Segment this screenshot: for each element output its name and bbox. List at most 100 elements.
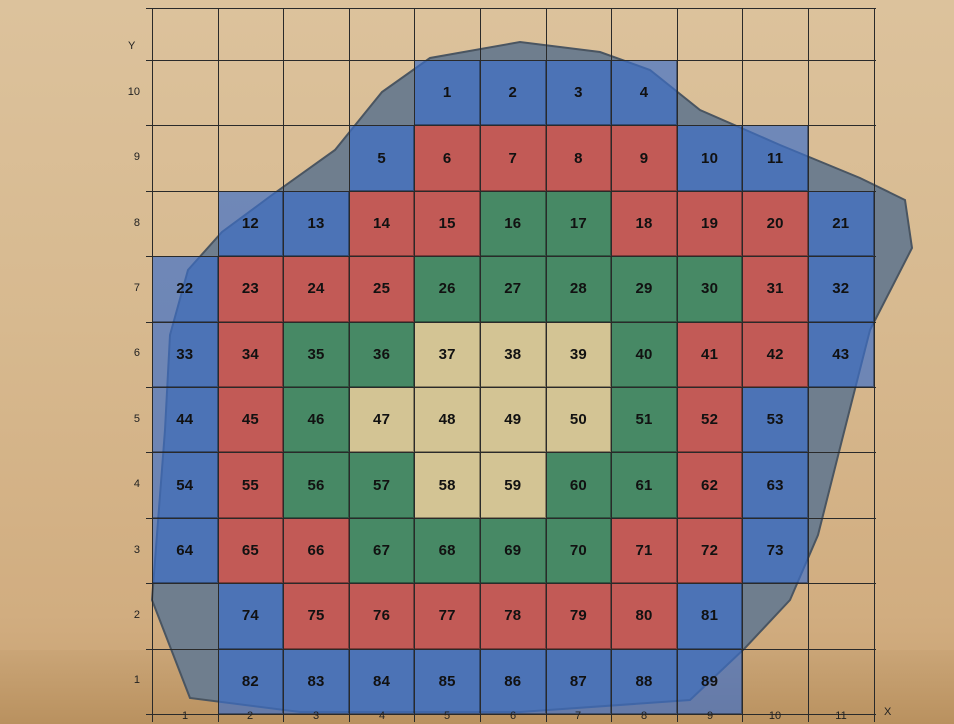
cell-number: 83: [307, 673, 324, 690]
cell-number: 66: [307, 542, 324, 559]
cell-79: 79: [546, 583, 612, 648]
cell-number: 18: [635, 215, 652, 232]
cell-52: 52: [677, 387, 743, 452]
y-tick-label: 3: [124, 544, 140, 556]
cell-64: 64: [152, 518, 218, 583]
cell-24: 24: [283, 256, 349, 321]
cell-25: 25: [349, 256, 415, 321]
cell-number: 34: [242, 346, 259, 363]
cell-number: 70: [570, 542, 587, 559]
cell-number: 4: [640, 84, 649, 101]
cell-number: 39: [570, 346, 587, 363]
x-tick-label: 1: [175, 710, 195, 722]
cell-number: 16: [504, 215, 521, 232]
y-tick-label: 10: [124, 86, 140, 98]
cell-81: 81: [677, 583, 743, 648]
y-tick-label: 6: [124, 347, 140, 359]
cell-10: 10: [677, 125, 743, 190]
cell-number: 46: [307, 411, 324, 428]
cell-number: 61: [635, 477, 652, 494]
cell-number: 2: [509, 84, 518, 101]
y-tick-label: 7: [124, 282, 140, 294]
grid-line-horizontal: [146, 649, 876, 650]
cell-number: 59: [504, 477, 521, 494]
cell-23: 23: [218, 256, 284, 321]
cell-72: 72: [677, 518, 743, 583]
cell-number: 38: [504, 346, 521, 363]
y-tick-label: 4: [124, 478, 140, 490]
cell-62: 62: [677, 452, 743, 517]
cell-number: 82: [242, 673, 259, 690]
cell-51: 51: [611, 387, 677, 452]
cell-number: 60: [570, 477, 587, 494]
cell-number: 48: [439, 411, 456, 428]
cell-19: 19: [677, 191, 743, 256]
cell-50: 50: [546, 387, 612, 452]
cell-22: 22: [152, 256, 218, 321]
cell-number: 1: [443, 84, 452, 101]
cell-45: 45: [218, 387, 284, 452]
cell-number: 8: [574, 150, 583, 167]
cell-number: 58: [439, 477, 456, 494]
cell-number: 56: [307, 477, 324, 494]
cell-number: 17: [570, 215, 587, 232]
cell-32: 32: [808, 256, 874, 321]
cell-11: 11: [742, 125, 808, 190]
cell-number: 7: [509, 150, 518, 167]
cell-83: 83: [283, 649, 349, 714]
cell-number: 50: [570, 411, 587, 428]
cell-number: 89: [701, 673, 718, 690]
cell-number: 52: [701, 411, 718, 428]
cell-61: 61: [611, 452, 677, 517]
cell-number: 12: [242, 215, 259, 232]
cell-number: 21: [832, 215, 849, 232]
cell-43: 43: [808, 322, 874, 387]
cell-number: 10: [701, 150, 718, 167]
x-tick-label: 2: [240, 710, 260, 722]
cell-number: 41: [701, 346, 718, 363]
cell-75: 75: [283, 583, 349, 648]
cell-number: 31: [767, 280, 784, 297]
y-tick-label: 8: [124, 217, 140, 229]
grid-line-horizontal: [146, 60, 876, 61]
cell-number: 37: [439, 346, 456, 363]
cell-6: 6: [414, 125, 480, 190]
cell-number: 78: [504, 607, 521, 624]
cell-17: 17: [546, 191, 612, 256]
cell-84: 84: [349, 649, 415, 714]
x-tick-label: 6: [503, 710, 523, 722]
cell-26: 26: [414, 256, 480, 321]
cell-47: 47: [349, 387, 415, 452]
cell-1: 1: [414, 60, 480, 125]
x-tick-label: 3: [306, 710, 326, 722]
cell-36: 36: [349, 322, 415, 387]
cell-number: 88: [635, 673, 652, 690]
x-tick-label: 11: [831, 710, 851, 722]
grid-line-vertical: [677, 8, 678, 722]
cell-31: 31: [742, 256, 808, 321]
cell-49: 49: [480, 387, 546, 452]
cell-40: 40: [611, 322, 677, 387]
grid-line-vertical: [349, 8, 350, 722]
cell-number: 72: [701, 542, 718, 559]
x-tick-label: 4: [372, 710, 392, 722]
cell-76: 76: [349, 583, 415, 648]
cell-71: 71: [611, 518, 677, 583]
cell-number: 77: [439, 607, 456, 624]
cell-number: 19: [701, 215, 718, 232]
cell-69: 69: [480, 518, 546, 583]
cell-18: 18: [611, 191, 677, 256]
cell-56: 56: [283, 452, 349, 517]
grid-line-horizontal: [146, 387, 876, 388]
cell-number: 80: [635, 607, 652, 624]
x-tick-label: 8: [634, 710, 654, 722]
y-tick-label: 2: [124, 609, 140, 621]
cell-number: 28: [570, 280, 587, 297]
grid-line-vertical: [742, 8, 743, 722]
x-axis-label: X: [884, 706, 891, 718]
grid-line-horizontal: [146, 191, 876, 192]
cell-number: 67: [373, 542, 390, 559]
cell-87: 87: [546, 649, 612, 714]
cell-number: 6: [443, 150, 452, 167]
cell-78: 78: [480, 583, 546, 648]
